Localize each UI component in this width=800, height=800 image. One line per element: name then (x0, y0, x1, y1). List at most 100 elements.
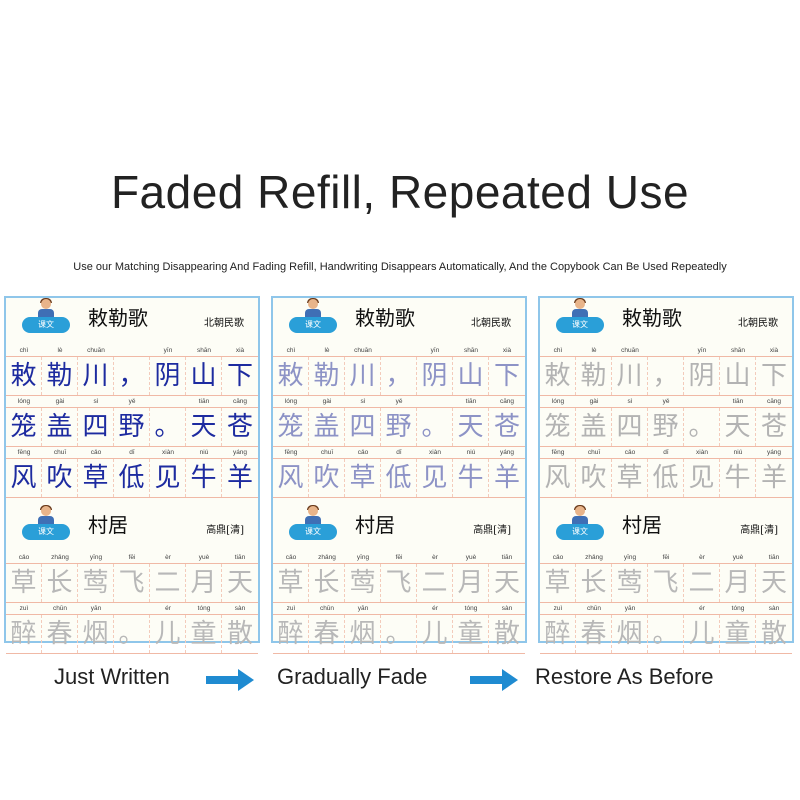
character-cell[interactable]: 低 (114, 459, 150, 497)
character-cell[interactable]: 。 (648, 615, 684, 653)
character-cell[interactable]: 敕 (6, 357, 42, 395)
character-cell[interactable]: 野 (381, 408, 417, 446)
character-cell[interactable]: 月 (720, 564, 756, 602)
character-cell[interactable]: 烟 (612, 615, 648, 653)
character-cell[interactable]: 敕 (540, 357, 576, 395)
character-cell[interactable]: 长 (576, 564, 612, 602)
character-cell[interactable]: 阴 (150, 357, 186, 395)
character-cell[interactable]: 长 (309, 564, 345, 602)
character-cell[interactable]: 阴 (684, 357, 720, 395)
character-cell[interactable]: 莺 (78, 564, 114, 602)
character-cell[interactable]: 天 (226, 568, 253, 598)
character-cell[interactable]: 盖 (42, 408, 78, 446)
character-cell[interactable]: 山 (720, 357, 756, 395)
character-cell[interactable]: 羊 (226, 463, 253, 493)
character-cell[interactable]: 童 (453, 615, 489, 653)
character-cell[interactable]: 川 (78, 357, 114, 395)
character-cell[interactable]: 见 (417, 459, 453, 497)
character-cell[interactable]: 天 (760, 568, 787, 598)
character-cell[interactable]: 阴 (417, 357, 453, 395)
character-cell[interactable]: 牛 (186, 459, 222, 497)
character-cell[interactable]: 二 (150, 564, 186, 602)
character-cell[interactable]: 牛 (453, 459, 489, 497)
character-cell[interactable]: 飞 (114, 564, 150, 602)
character-cell[interactable]: 苍 (760, 412, 787, 442)
character-cell[interactable]: 天 (453, 408, 489, 446)
character-cell[interactable]: 勒 (309, 357, 345, 395)
character-cell[interactable]: 野 (114, 408, 150, 446)
character-cell[interactable]: 苍 (493, 412, 520, 442)
character-cell[interactable]: 童 (186, 615, 222, 653)
character-cell[interactable]: 。 (114, 615, 150, 653)
character-cell[interactable]: 风 (540, 459, 576, 497)
character-cell[interactable]: 。 (417, 408, 453, 446)
character-cell[interactable]: 盖 (576, 408, 612, 446)
character-cell[interactable]: 春 (42, 615, 78, 653)
character-cell[interactable]: 烟 (78, 615, 114, 653)
character-cell[interactable]: ， (648, 357, 684, 395)
character-cell[interactable]: 醉 (6, 615, 42, 653)
character-cell[interactable]: 敕 (273, 357, 309, 395)
character-cell[interactable]: 月 (453, 564, 489, 602)
character-cell[interactable]: 川 (612, 357, 648, 395)
character-cell[interactable]: 草 (612, 459, 648, 497)
character-cell[interactable]: 低 (381, 459, 417, 497)
character-cell[interactable]: 牛 (720, 459, 756, 497)
character-cell[interactable]: 四 (78, 408, 114, 446)
character-cell[interactable]: 盖 (309, 408, 345, 446)
character-cell[interactable]: 散 (493, 619, 520, 649)
character-cell[interactable]: 低 (648, 459, 684, 497)
character-cell[interactable]: 。 (684, 408, 720, 446)
character-cell[interactable]: 长 (42, 564, 78, 602)
character-cell[interactable]: 吹 (309, 459, 345, 497)
character-cell[interactable]: 春 (576, 615, 612, 653)
character-cell[interactable]: 山 (186, 357, 222, 395)
character-cell[interactable]: 儿 (684, 615, 720, 653)
character-cell[interactable]: 见 (150, 459, 186, 497)
character-cell[interactable]: 笼 (540, 408, 576, 446)
character-cell[interactable]: ， (381, 357, 417, 395)
character-cell[interactable]: 儿 (150, 615, 186, 653)
character-cell[interactable]: 吹 (42, 459, 78, 497)
character-cell[interactable]: 春 (309, 615, 345, 653)
character-cell[interactable]: 醉 (273, 615, 309, 653)
character-cell[interactable]: 天 (493, 568, 520, 598)
character-cell[interactable]: 。 (381, 615, 417, 653)
character-cell[interactable]: 下 (226, 361, 253, 391)
character-cell[interactable]: 四 (612, 408, 648, 446)
character-cell[interactable]: 天 (720, 408, 756, 446)
character-cell[interactable]: 飞 (381, 564, 417, 602)
character-cell[interactable]: 草 (78, 459, 114, 497)
character-cell[interactable]: 羊 (493, 463, 520, 493)
character-cell[interactable]: 下 (760, 361, 787, 391)
character-cell[interactable]: 笼 (6, 408, 42, 446)
character-cell[interactable]: 见 (684, 459, 720, 497)
character-cell[interactable]: 草 (6, 564, 42, 602)
character-cell[interactable]: 。 (150, 408, 186, 446)
character-cell[interactable]: 散 (760, 619, 787, 649)
character-cell[interactable]: 醉 (540, 615, 576, 653)
character-cell[interactable]: 草 (540, 564, 576, 602)
character-cell[interactable]: 儿 (417, 615, 453, 653)
character-cell[interactable]: 吹 (576, 459, 612, 497)
character-cell[interactable]: 四 (345, 408, 381, 446)
character-cell[interactable]: 勒 (576, 357, 612, 395)
character-cell[interactable]: 草 (273, 564, 309, 602)
character-cell[interactable]: 山 (453, 357, 489, 395)
character-cell[interactable]: 勒 (42, 357, 78, 395)
character-cell[interactable]: 羊 (760, 463, 787, 493)
character-cell[interactable]: 月 (186, 564, 222, 602)
character-cell[interactable]: 苍 (226, 412, 253, 442)
character-cell[interactable]: 二 (417, 564, 453, 602)
character-cell[interactable]: 莺 (612, 564, 648, 602)
character-cell[interactable]: 飞 (648, 564, 684, 602)
character-cell[interactable]: 散 (226, 619, 253, 649)
character-cell[interactable]: 风 (6, 459, 42, 497)
character-cell[interactable]: 下 (493, 361, 520, 391)
character-cell[interactable]: 风 (273, 459, 309, 497)
character-cell[interactable]: 川 (345, 357, 381, 395)
character-cell[interactable]: 二 (684, 564, 720, 602)
character-cell[interactable]: 童 (720, 615, 756, 653)
character-cell[interactable]: ， (114, 357, 150, 395)
character-cell[interactable]: 野 (648, 408, 684, 446)
